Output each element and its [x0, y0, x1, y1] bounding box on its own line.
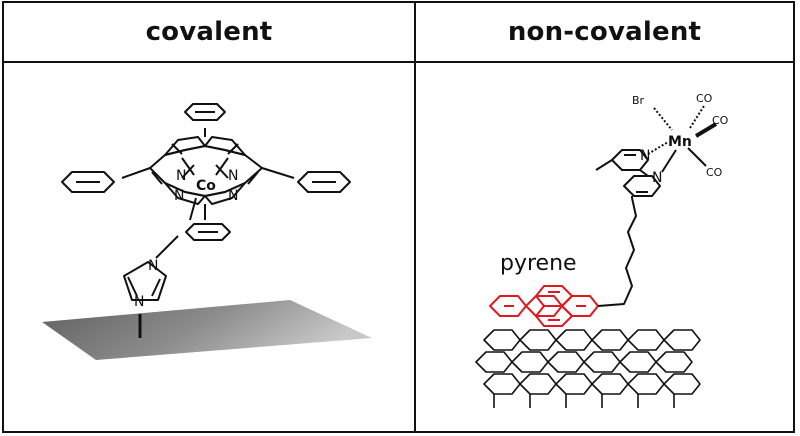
carbon-surface [475, 329, 701, 408]
imidazole-ring [123, 261, 167, 301]
alkyl-chain [597, 197, 637, 307]
atom-cobalt: Co [196, 178, 216, 194]
electrode-surface [42, 300, 372, 360]
ligand-carbonyl-3: CO [706, 166, 723, 179]
atom-nitrogen-4: N [228, 188, 238, 204]
bond-mn-co-3 [687, 147, 707, 167]
non-covalent-scheme [475, 105, 718, 408]
atom-nitrogen-3: N [174, 188, 184, 204]
atom-nitrogen-imidazole-2: N [134, 294, 144, 310]
panel-divider [414, 3, 416, 431]
panel-title-non-covalent: non-covalent [507, 17, 702, 47]
atom-manganese: Mn [668, 134, 692, 150]
header-row: covalent non-covalent [4, 3, 793, 63]
atom-bromine: Br [632, 94, 645, 107]
pyrene-label: pyrene [500, 251, 577, 276]
atom-nitrogen-imidazole-1: N [148, 258, 158, 274]
ligand-carbonyl-2: CO [712, 114, 729, 127]
phenyl-right [261, 167, 351, 193]
atom-nitrogen-bpy-2: N [652, 170, 662, 186]
panel-title-covalent: covalent [145, 17, 273, 47]
phenyl-bottom [185, 204, 231, 241]
bond-mn-n-1 [647, 141, 669, 155]
atom-nitrogen-bpy-1: N [640, 148, 650, 164]
bond-mn-br [653, 107, 673, 131]
bond-mn-co-1 [689, 105, 705, 129]
bond-mn-co-2 [694, 122, 718, 138]
covalent-scheme [42, 103, 372, 360]
axial-bond [189, 197, 197, 221]
atom-nitrogen-2: N [228, 168, 238, 184]
atom-nitrogen-1: N [176, 168, 186, 184]
phenyl-top [184, 103, 226, 137]
phenyl-left [61, 167, 151, 193]
imidazole-linker [155, 235, 179, 259]
bond-mn-n-2 [661, 149, 677, 173]
pyrene-anchor [489, 285, 599, 327]
bipyridine-ligand [595, 149, 661, 198]
ligand-carbonyl-1: CO [696, 92, 713, 105]
